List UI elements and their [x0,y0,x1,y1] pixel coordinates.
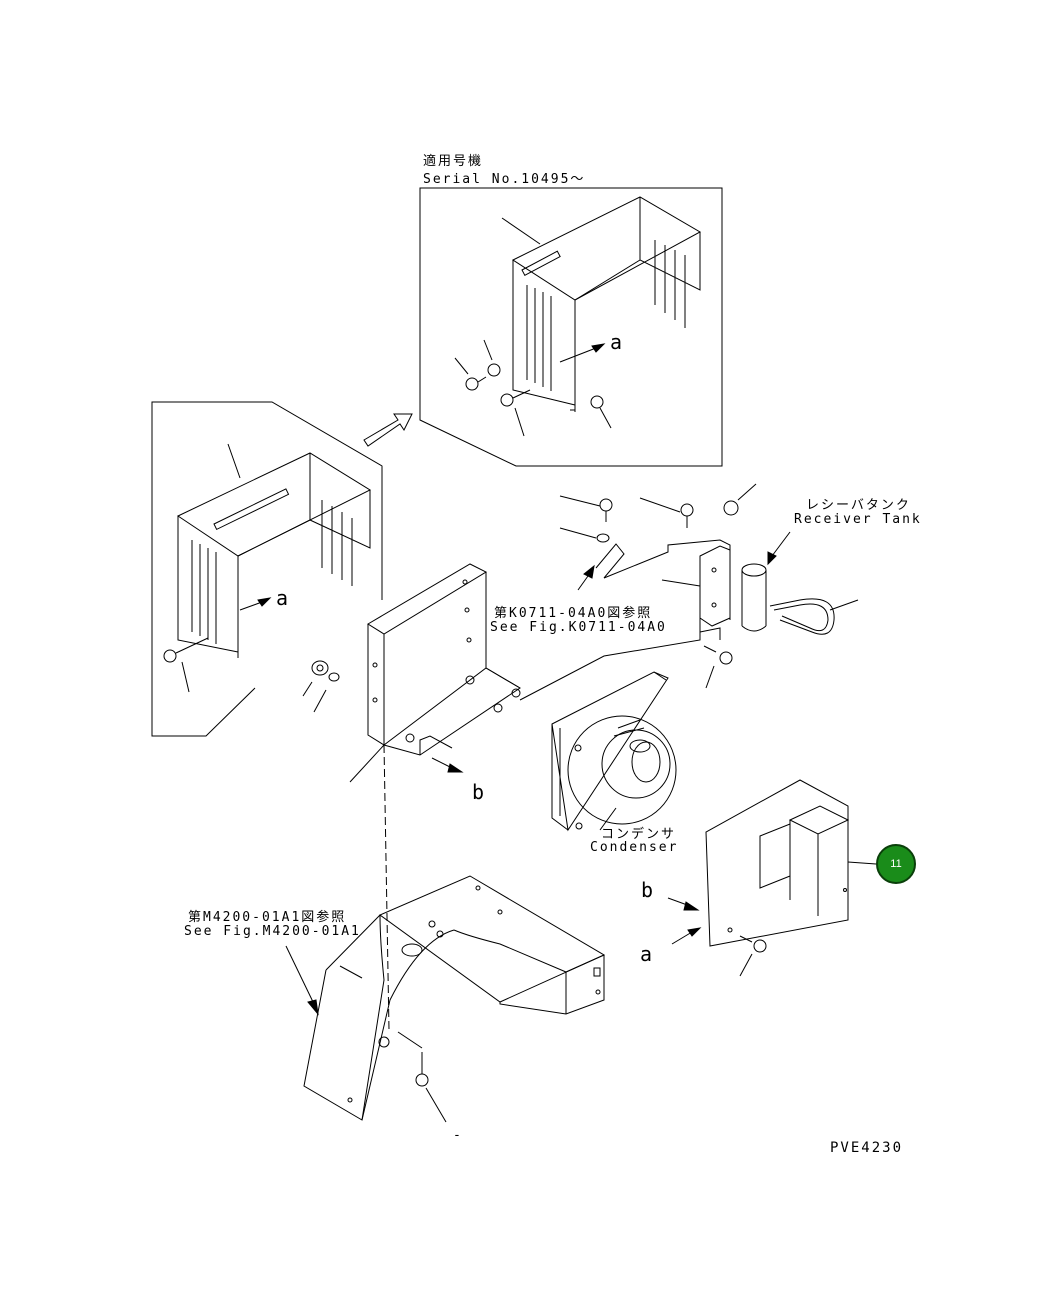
inset-bolts [455,340,611,436]
label-a-left: a [276,586,289,610]
left-arrow-a [240,598,270,610]
condenser-en: Condenser [590,840,679,855]
serial-number: Serial No.10495～ [423,172,586,187]
receiver-tank-jp: レシーバタンク [806,498,911,513]
receiver-tank-en: Receiver Tank [794,512,922,527]
fig-m-arrow [286,946,318,1014]
condenser-jp: コンデンサ [601,827,677,842]
fig-k-arrow [578,566,594,590]
left-inset-frame [152,402,382,736]
base-bolts [379,1032,446,1122]
receiver-clamp [596,540,730,626]
left-bolt [164,638,208,692]
serial-title-jp: 適用号機 [423,154,484,169]
arrow-b-mid [432,758,462,772]
receiver-pipe [770,599,858,634]
cover-bolt [740,936,766,976]
dash-mark: - [453,1128,463,1143]
main-mount-bracket [368,564,700,755]
part-callout-11[interactable]: 11 [876,844,916,884]
label-a-right: a [640,942,653,966]
leader-main-bracket [350,745,389,1030]
inset-arrow-a [560,344,604,362]
drawing-code: PVE4230 [830,1140,904,1156]
fig-k-ref-jp: 第K0711-04A0図参照 [494,606,653,621]
cover-plate [706,780,876,946]
fig-m-ref-en: See Fig.M4200-01A1 [184,924,361,939]
cover-arrows [668,898,700,944]
receiver-mount-bolt [700,628,732,688]
label-b-right: b [641,878,654,902]
receiver-bolts [560,484,756,542]
label-b-mid: b [472,780,485,804]
condenser-leader [600,808,616,830]
receiver-tank [742,564,766,631]
label-a-top: a [610,330,623,354]
receiver-label-arrow [768,532,790,564]
base-frame [304,876,604,1120]
inset-guard-bracket [502,197,700,412]
variant-arrow [364,414,412,446]
washers [303,661,339,712]
fig-k-ref-en: See Fig.K0711-04A0 [490,620,667,635]
fig-m-ref-jp: 第M4200-01A1図参照 [188,910,347,925]
left-guard-bracket [178,444,370,658]
serial-inset-frame [420,188,722,466]
condenser [552,672,676,830]
